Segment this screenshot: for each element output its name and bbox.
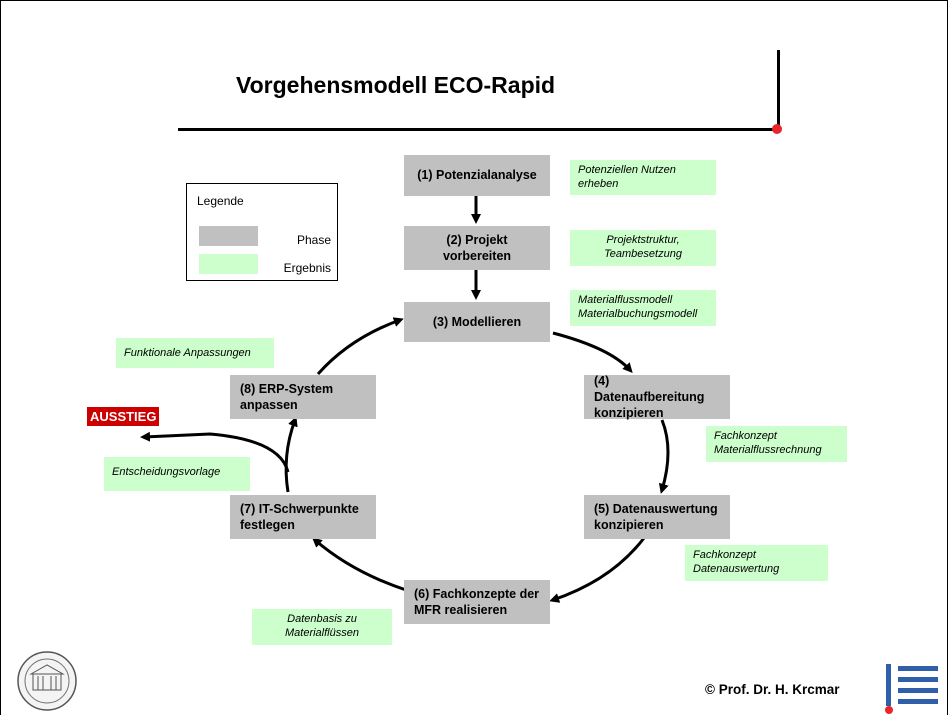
phase-5-label-line1: (5) Datenauswertung bbox=[594, 501, 718, 516]
phase-8-label-line1: (8) ERP-System bbox=[240, 381, 334, 396]
legend-phase-label: Phase bbox=[296, 233, 331, 247]
phase-3-box: (3) Modellieren bbox=[404, 302, 550, 342]
phase-4-box: (4) Datenaufbereitung konzipieren bbox=[584, 373, 730, 421]
phase-3-label: (3) Modellieren bbox=[432, 314, 522, 329]
title-underline bbox=[178, 128, 778, 131]
result-4-line2: Materialflussrechnung bbox=[714, 444, 822, 457]
result-2-box: Projektstruktur, Teambesetzung bbox=[570, 230, 716, 266]
result-1-line2: erheben bbox=[578, 178, 619, 191]
result-5-box: Fachkonzept Datenauswertung bbox=[685, 545, 828, 581]
result-1-line1: Potenziellen Nutzen bbox=[578, 164, 676, 176]
phase-1-label: (1) Potenzialanalyse bbox=[417, 168, 537, 183]
arrow-7-8 bbox=[284, 416, 298, 493]
phase-7-label-line1: (7) IT-Schwerpunkte bbox=[240, 501, 359, 516]
arrow-to-exit bbox=[140, 431, 290, 473]
arrow-6-7 bbox=[311, 537, 407, 592]
result-6-box: Datenbasis zu Materialflüssen bbox=[252, 609, 392, 645]
result-5-line1: Fachkonzept bbox=[693, 549, 756, 561]
legend-result-swatch bbox=[199, 254, 258, 274]
phase-6-box: (6) Fachkonzepte der MFR realisieren bbox=[404, 580, 550, 624]
legend-title: Legende bbox=[197, 194, 244, 208]
result-1-box: Potenziellen Nutzen erheben bbox=[570, 160, 716, 195]
copyright-text: © Prof. Dr. H. Krcmar bbox=[705, 682, 840, 697]
krcmar-logo-icon bbox=[885, 664, 938, 714]
phase-5-box: (5) Datenauswertung konzipieren bbox=[584, 495, 730, 539]
result-2-line2: Teambesetzung bbox=[604, 248, 682, 261]
result-8-box: Funktionale Anpassungen bbox=[116, 338, 274, 368]
university-seal-icon bbox=[17, 651, 77, 711]
phase-4-label-line1: (4) Datenaufbereitung bbox=[594, 373, 705, 404]
arrow-3-4 bbox=[552, 331, 633, 373]
slide-title: Vorgehensmodell ECO-Rapid bbox=[236, 72, 556, 98]
legend: Legende Phase Ergebnis bbox=[186, 183, 338, 281]
phase-6-label-line1: (6) Fachkonzepte der bbox=[414, 586, 540, 601]
phase-4-label-line2: konzipieren bbox=[594, 406, 664, 421]
phase-2-label-line2: vorbereiten bbox=[442, 249, 512, 263]
title-vertical-bar bbox=[777, 50, 780, 128]
phase-1-box: (1) Potenzialanalyse bbox=[404, 155, 550, 196]
result-4-box: Fachkonzept Materialflussrechnung bbox=[706, 426, 847, 462]
legend-result-label: Ergebnis bbox=[283, 261, 331, 275]
result-7-line1: Entscheidungsvorlage bbox=[112, 466, 221, 478]
arrow-5-6 bbox=[549, 537, 646, 603]
result-6-line2: Materialflüssen bbox=[285, 627, 359, 640]
phase-2-label-line1: (2) Projekt bbox=[446, 232, 508, 247]
result-7-box: Entscheidungsvorlage bbox=[104, 457, 250, 491]
result-3-box: Materialflussmodell Materialbuchungsmode… bbox=[570, 290, 716, 326]
result-4-line1: Fachkonzept bbox=[714, 430, 777, 442]
arrow-8-3 bbox=[316, 317, 404, 375]
phase-7-box: (7) IT-Schwerpunkte festlegen bbox=[230, 495, 376, 539]
phase-6-label-line2: MFR realisieren bbox=[414, 603, 508, 617]
result-6-line1: Datenbasis zu bbox=[287, 613, 357, 625]
legend-phase-swatch bbox=[199, 226, 258, 246]
result-8-line1: Funktionale Anpassungen bbox=[124, 347, 251, 359]
result-5-line2: Datenauswertung bbox=[693, 563, 780, 576]
exit-label: AUSSTIEG bbox=[87, 407, 160, 426]
phase-7-label-line2: festlegen bbox=[240, 518, 295, 532]
phase-8-label-line2: anpassen bbox=[240, 398, 298, 412]
phase-5-label-line2: konzipieren bbox=[594, 518, 664, 532]
phase-8-box: (8) ERP-System anpassen bbox=[230, 375, 376, 419]
arrow-4-5 bbox=[658, 419, 670, 494]
result-3-line2: Materialbuchungsmodell bbox=[578, 308, 698, 321]
accent-dot bbox=[772, 124, 782, 134]
result-2-line1: Projektstruktur, bbox=[606, 234, 680, 246]
phase-2-box: (2) Projekt vorbereiten bbox=[404, 226, 550, 270]
result-3-line1: Materialflussmodell bbox=[578, 294, 673, 306]
